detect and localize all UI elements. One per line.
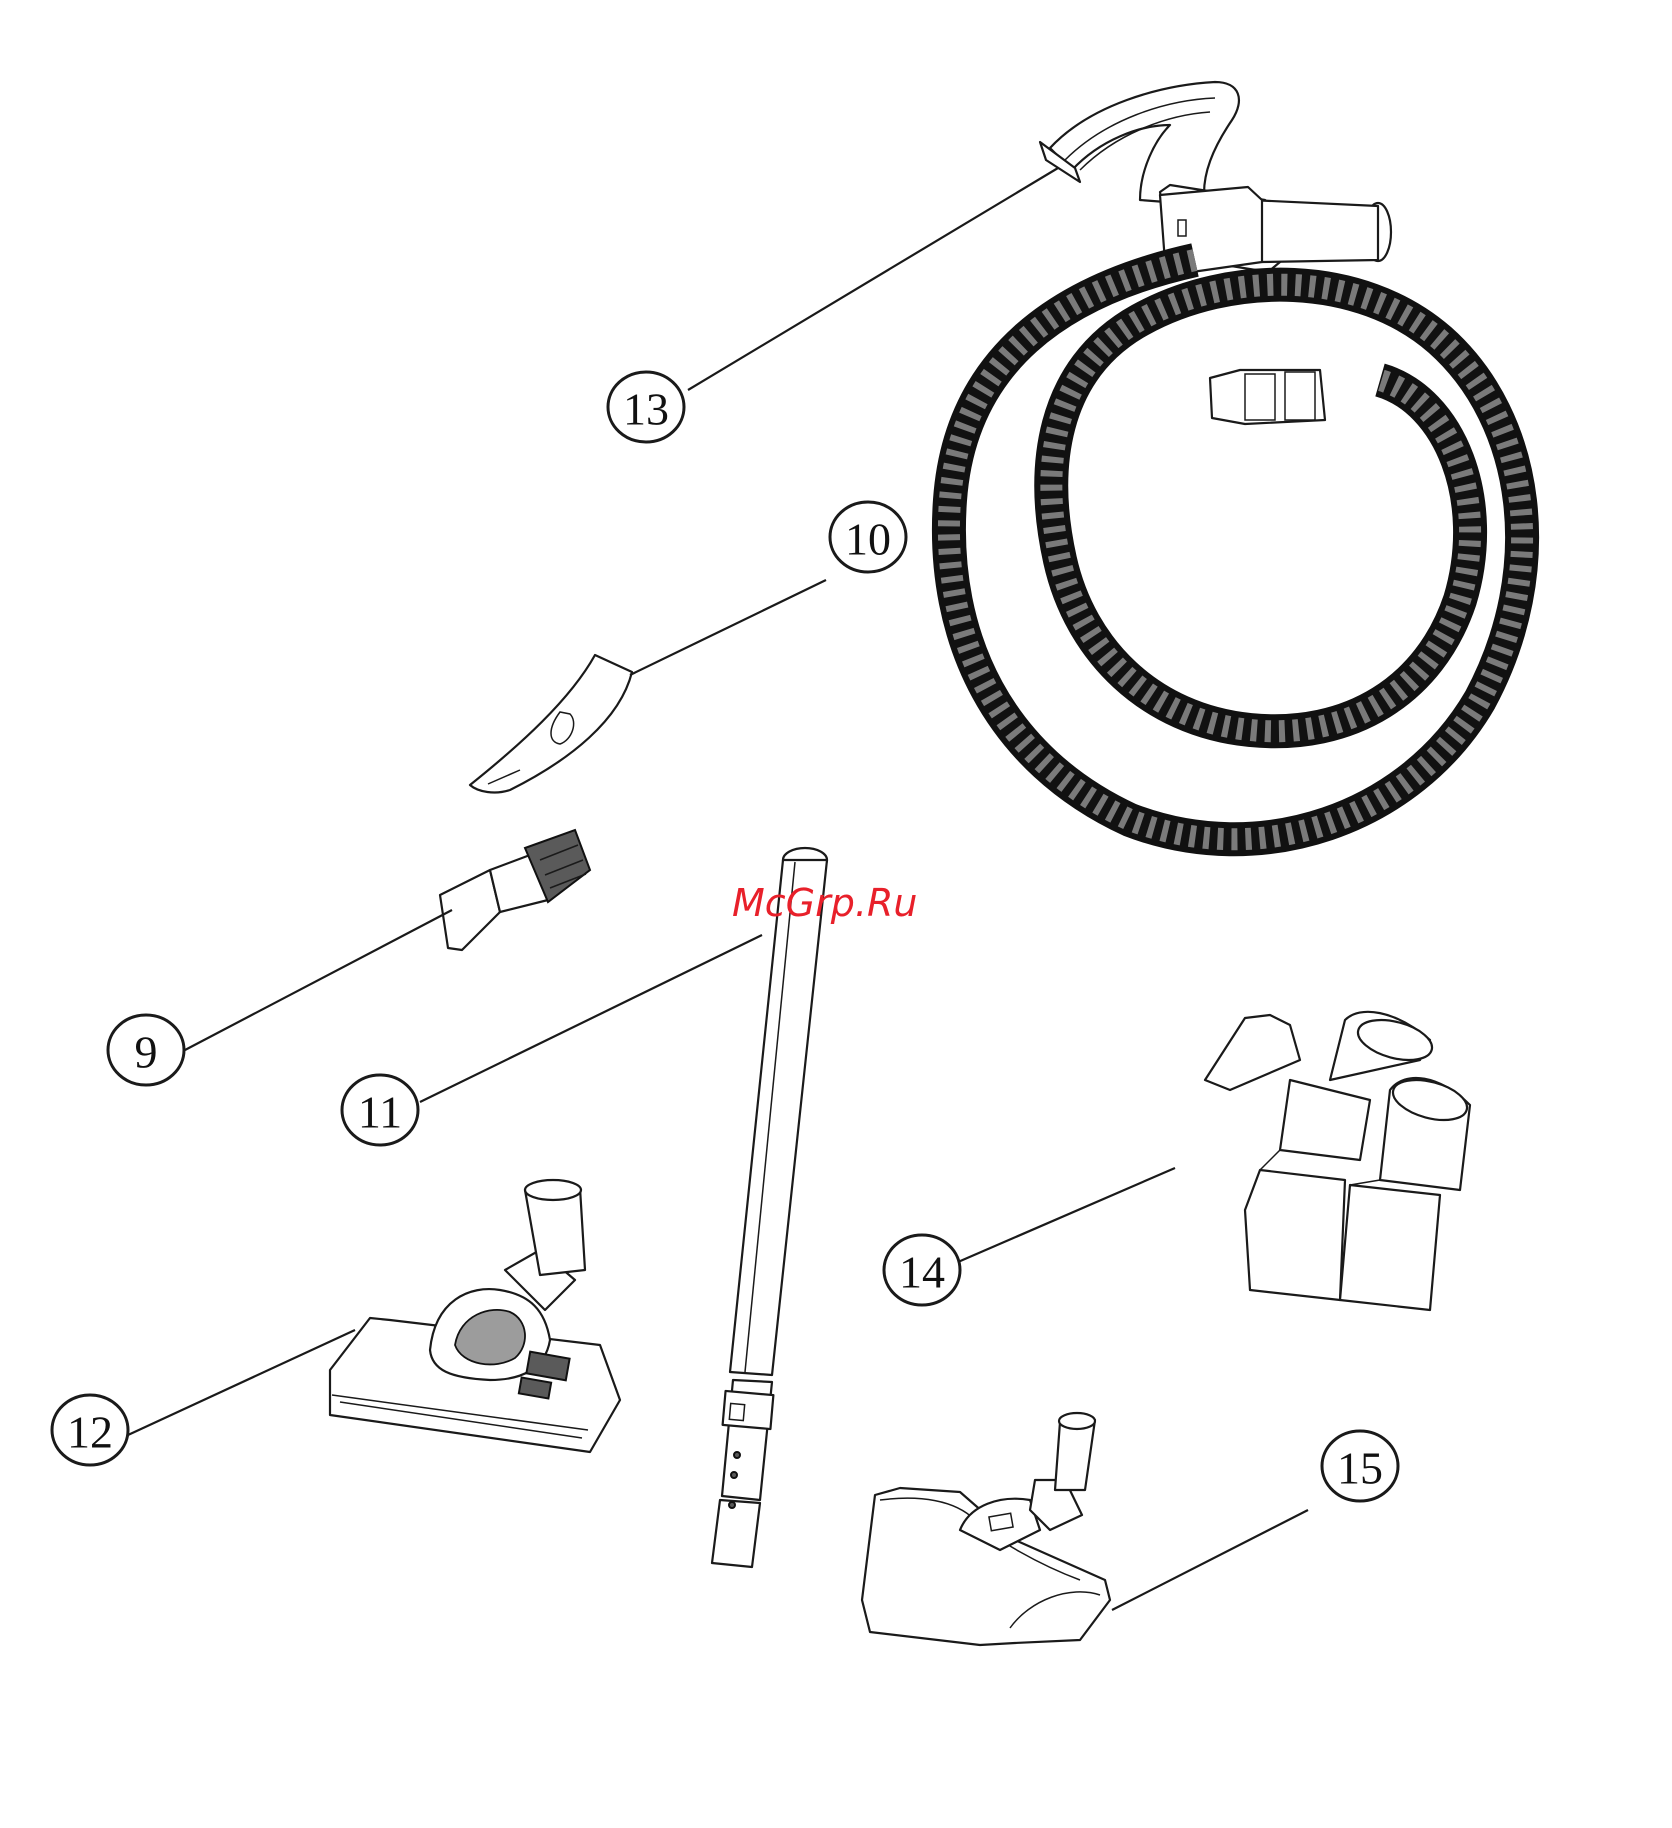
part-15-turbo-nozzle [862, 1413, 1110, 1645]
callout-13: 13 [608, 372, 684, 442]
callout-11: 11 [342, 1075, 418, 1145]
part-13-hose-assembly [949, 82, 1522, 839]
callout-9-label: 9 [135, 1027, 158, 1078]
part-10-crevice-tool [470, 655, 632, 792]
callout-13-label: 13 [623, 384, 669, 435]
leader-14 [958, 1168, 1175, 1262]
callout-11-label: 11 [358, 1087, 402, 1138]
callout-12: 12 [52, 1395, 128, 1465]
callout-10: 10 [830, 502, 906, 572]
callout-15-label: 15 [1337, 1443, 1383, 1494]
leader-9 [185, 910, 452, 1050]
callout-9: 9 [108, 1015, 184, 1085]
leader-11 [420, 935, 762, 1102]
leader-10 [630, 580, 826, 675]
callout-14-label: 14 [899, 1247, 945, 1298]
callout-15: 15 [1322, 1431, 1398, 1501]
part-12-floor-nozzle [330, 1180, 620, 1452]
leader-12 [128, 1330, 355, 1435]
callout-12-label: 12 [67, 1407, 113, 1458]
part-11-telescopic-tube [712, 848, 827, 1567]
callout-10-label: 10 [845, 514, 891, 565]
callout-14: 14 [884, 1235, 960, 1305]
part-14-adapters [1205, 1012, 1471, 1310]
leader-lines [128, 168, 1308, 1610]
part-9-upholstery-brush [440, 830, 590, 950]
leader-15 [1112, 1510, 1308, 1610]
watermark-text: McGrp.Ru [732, 881, 917, 925]
